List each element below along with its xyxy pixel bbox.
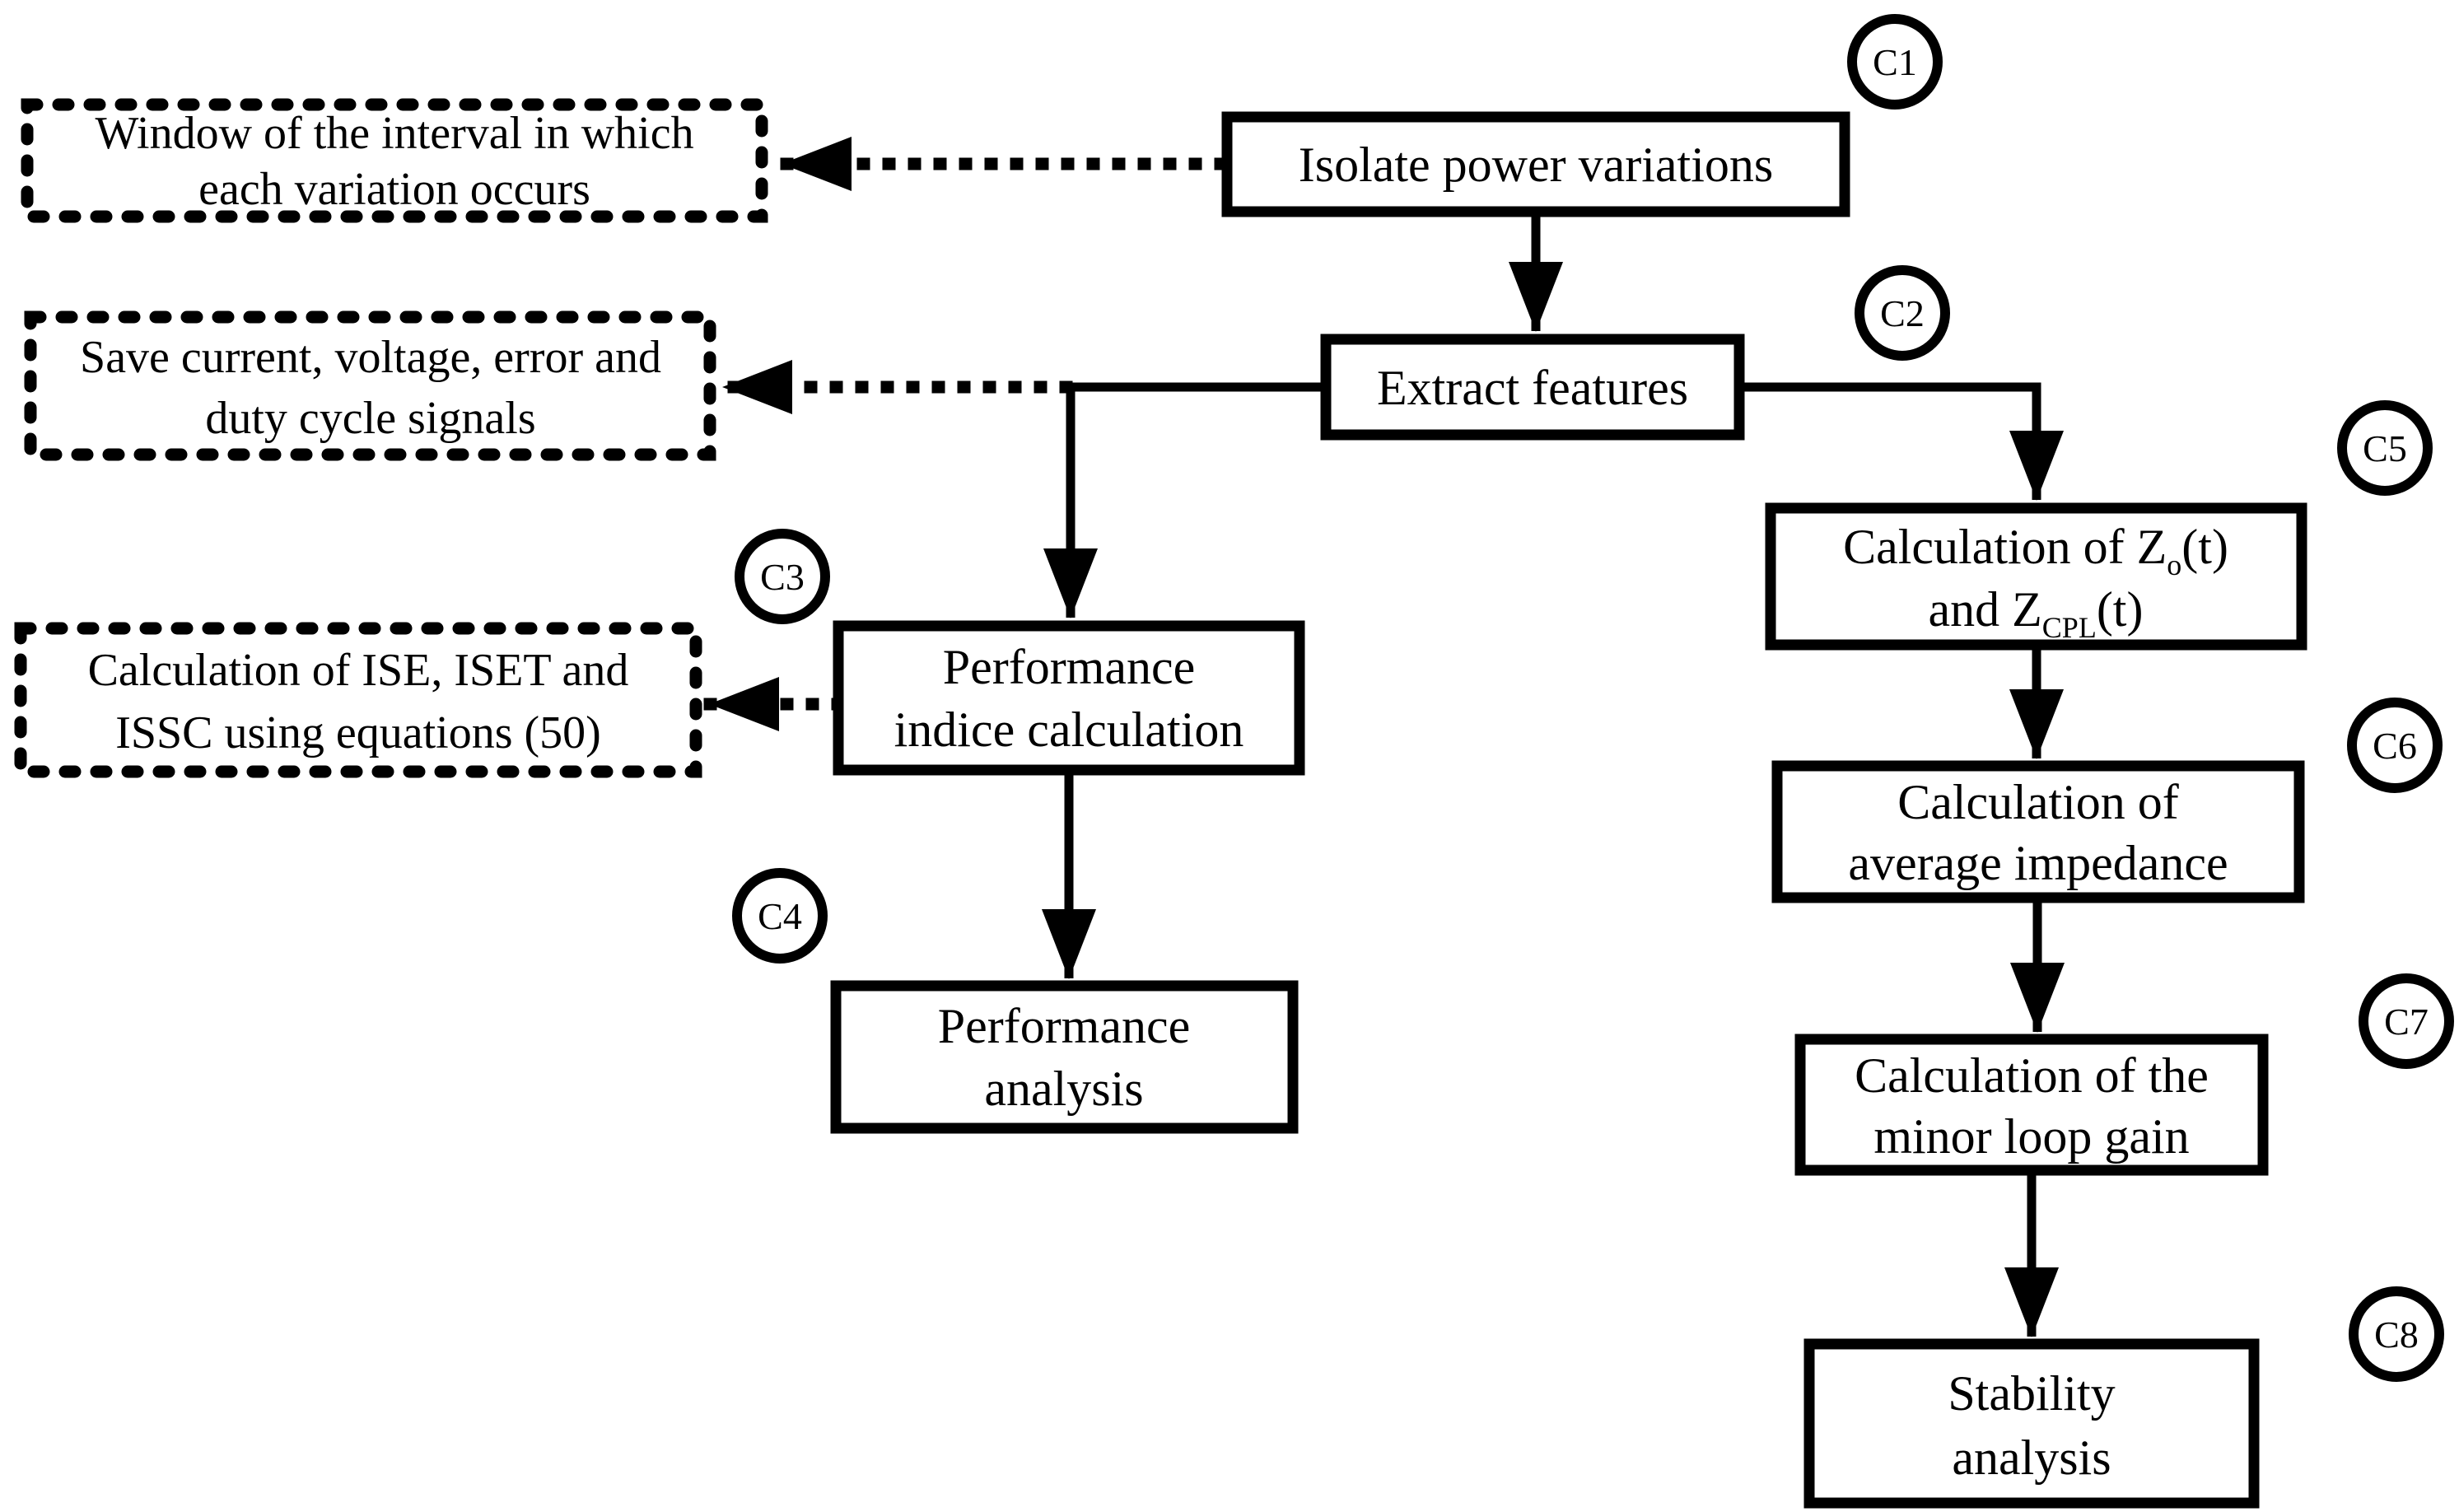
note-save-signals: Save current, voltage, error and duty cy… <box>24 310 716 461</box>
calc-ise-box <box>14 622 702 778</box>
badge-c8: C8 <box>2349 1286 2444 1382</box>
badge-c1: C1 <box>1847 14 1943 110</box>
minor-loop-line1: Calculation of the <box>1855 1048 2209 1103</box>
stability-box <box>1803 1338 2260 1509</box>
node-performance-indice-calculation: Performance indice calculation <box>833 620 1305 776</box>
node-calculation-minor-loop-gain: Calculation of the minor loop gain <box>1794 1034 2269 1176</box>
c4-circle <box>732 868 828 964</box>
badge-c2: C2 <box>1855 265 1950 361</box>
arrow-extract-to-zcpl <box>1739 382 2064 501</box>
zcpl-box <box>1765 502 2307 651</box>
c5-label: C5 <box>2363 427 2407 469</box>
c1-label: C1 <box>1873 41 1917 83</box>
c5-circle <box>2337 400 2433 496</box>
node-calculation-zo-zcpl: Calculation of Zo(t) and ZCPL(t) <box>1765 502 2307 651</box>
badge-c7: C7 <box>2359 973 2454 1069</box>
node-stability-analysis: Stability analysis <box>1803 1338 2260 1509</box>
badges: C1 C2 C3 C4 C5 C6 C7 C8 <box>732 14 2454 1382</box>
isolate-label: Isolate power variations <box>1299 138 1773 192</box>
node-extract-features: Extract features <box>1320 334 1745 441</box>
arrow-extract-to-perf-indice <box>1043 382 1326 618</box>
isolate-box <box>1221 111 1850 217</box>
zcpl-line2: and ZCPL(t) <box>1929 582 2144 644</box>
node-performance-analysis: Performance analysis <box>830 980 1299 1134</box>
avg-impedance-line1: Calculation of <box>1897 775 2179 829</box>
window-interval-line1: Window of the interval in which <box>95 108 693 159</box>
badge-c6: C6 <box>2347 698 2443 793</box>
calc-ise-line1: Calculation of ISE, ISET and <box>88 645 629 696</box>
c1-circle <box>1847 14 1943 110</box>
extract-box <box>1320 334 1745 441</box>
c8-circle <box>2349 1286 2444 1382</box>
save-signals-line2: duty cycle signals <box>205 393 535 444</box>
connectors <box>703 137 2065 1337</box>
c8-label: C8 <box>2374 1314 2419 1356</box>
node-calculation-average-impedance: Calculation of average impedance <box>1771 760 2305 903</box>
node-isolate-power-variations: Isolate power variations <box>1221 111 1850 217</box>
save-signals-box <box>24 310 716 461</box>
minor-loop-box <box>1794 1034 2269 1176</box>
badge-c3: C3 <box>735 529 830 624</box>
save-signals-line1: Save current, voltage, error and <box>80 332 661 383</box>
c3-circle <box>735 529 830 624</box>
note-calc-ise: Calculation of ISE, ISET and ISSC using … <box>14 622 702 778</box>
perf-analysis-line1: Performance <box>938 999 1191 1053</box>
perf-indice-line2: indice calculation <box>894 702 1244 757</box>
c7-circle <box>2359 973 2454 1069</box>
note-window-interval: Window of the interval in which each var… <box>21 98 768 223</box>
window-interval-line2: each variation occurs <box>198 164 590 215</box>
avg-impedance-line2: average impedance <box>1848 836 2228 890</box>
perf-analysis-line2: analysis <box>984 1062 1143 1116</box>
c6-circle <box>2347 698 2443 793</box>
minor-loop-line2: minor loop gain <box>1873 1109 2189 1164</box>
perf-indice-box <box>833 620 1305 776</box>
badge-c4: C4 <box>732 868 828 964</box>
c6-label: C6 <box>2373 725 2417 767</box>
stability-line1: Stability <box>1948 1366 2115 1421</box>
zcpl-line1: Calculation of Zo(t) <box>1843 520 2228 581</box>
c4-label: C4 <box>758 895 802 937</box>
c2-circle <box>1855 265 1950 361</box>
perf-analysis-box <box>830 980 1299 1134</box>
perf-indice-line1: Performance <box>943 640 1196 694</box>
stability-line2: analysis <box>1952 1430 2111 1485</box>
avg-impedance-box <box>1771 760 2305 903</box>
c2-label: C2 <box>1880 292 1925 334</box>
c7-label: C7 <box>2384 1001 2429 1043</box>
window-interval-box <box>21 98 768 223</box>
badge-c5: C5 <box>2337 400 2433 496</box>
c3-label: C3 <box>760 556 805 598</box>
extract-label: Extract features <box>1377 361 1688 415</box>
calc-ise-line2: ISSC using equations (50) <box>115 707 601 758</box>
